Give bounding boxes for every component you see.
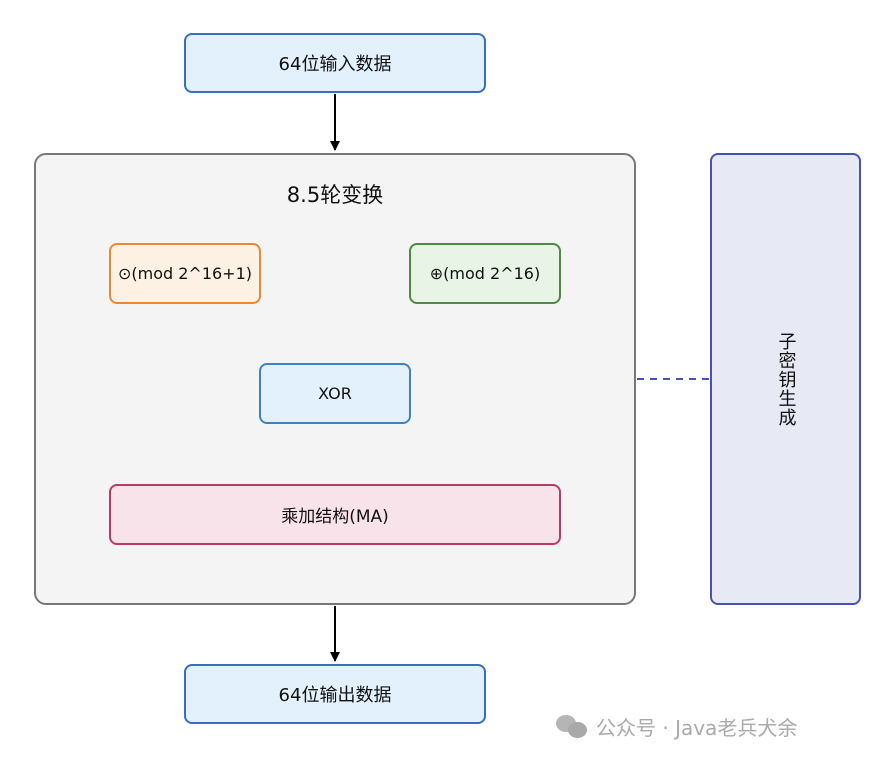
round-transform-title: 8.5轮变换 <box>286 183 384 207</box>
input-data-node: 64位输入数据 <box>184 33 486 93</box>
watermark: 公众号 · Java老兵犬余 <box>556 712 797 741</box>
subkey-generation-node: 子密钥生成 <box>710 153 861 605</box>
ma-structure-label: 乘加结构(MA) <box>281 507 389 527</box>
add-mod-node: ⊕(mod 2^16) <box>409 243 561 304</box>
input-data-label: 64位输入数据 <box>278 54 392 75</box>
multiply-mod-label: ⊙(mod 2^16+1) <box>117 264 253 283</box>
xor-label: XOR <box>318 384 352 403</box>
output-data-node: 64位输出数据 <box>184 664 486 724</box>
add-mod-label: ⊕(mod 2^16) <box>429 264 541 283</box>
watermark-text: 公众号 · Java老兵犬余 <box>596 716 798 740</box>
xor-node: XOR <box>259 363 411 424</box>
wechat-icon <box>556 713 590 741</box>
multiply-mod-node: ⊙(mod 2^16+1) <box>109 243 261 304</box>
ma-structure-node: 乘加结构(MA) <box>109 484 561 545</box>
output-data-label: 64位输出数据 <box>278 685 392 706</box>
subkey-generation-label: 子密钥生成 <box>775 331 797 427</box>
